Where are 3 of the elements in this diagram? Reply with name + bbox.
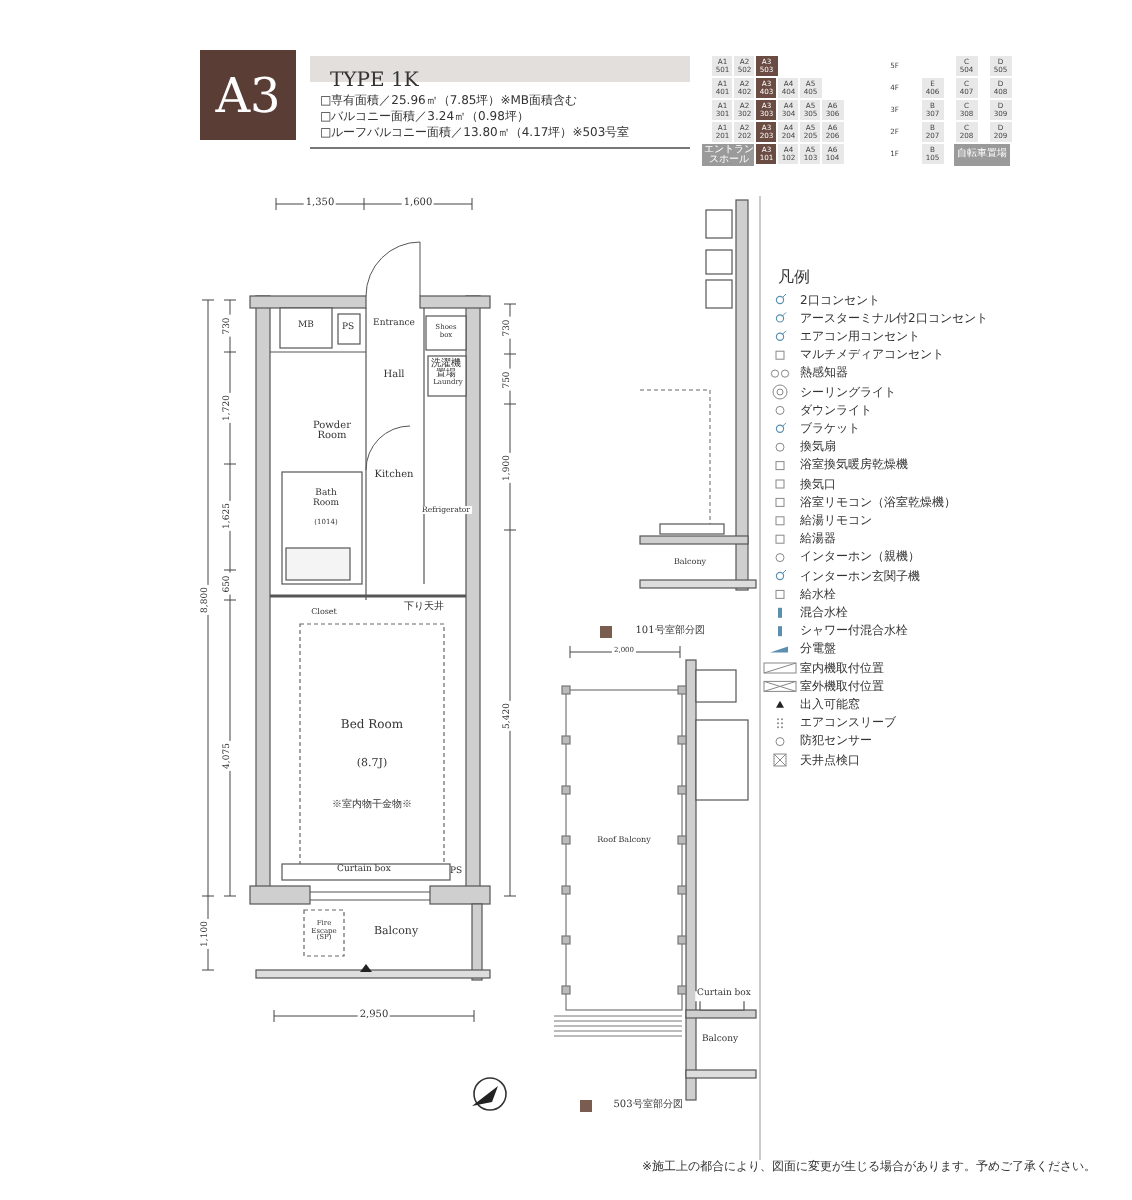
type-badge: A3 xyxy=(200,50,296,140)
type-label: TYPE 1K xyxy=(330,71,419,93)
legend-heading: 凡例 xyxy=(778,269,810,287)
